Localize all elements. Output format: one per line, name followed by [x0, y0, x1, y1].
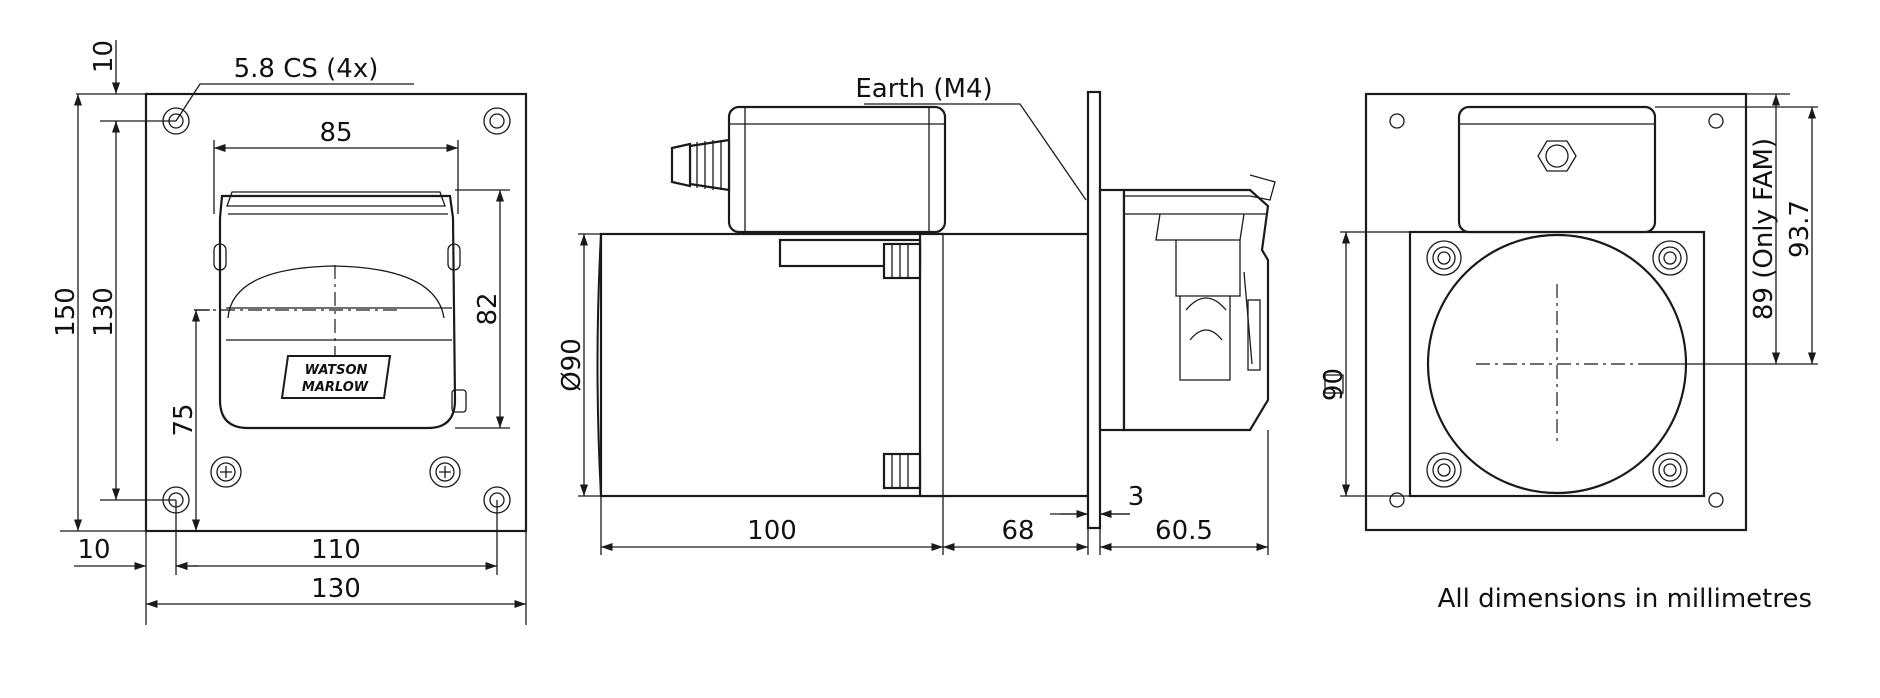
head-screw-right [429, 456, 461, 488]
units-note: All dimensions in millimetres [1438, 584, 1812, 614]
dim-top-offset-label: 10 [89, 40, 119, 73]
dim-head-width-label: 85 [319, 118, 352, 148]
corner-bolt-bottom-left [1426, 452, 1462, 488]
corner-bolt-top-right [1652, 240, 1688, 276]
dim-height-outer-label: 150 [51, 287, 81, 337]
cable-gland [670, 138, 731, 192]
square-symbol [1324, 374, 1344, 394]
earth-label: Earth (M4) [855, 74, 992, 104]
terminal-stud-lower [882, 452, 922, 490]
dim-motor-length-label: 100 [747, 516, 797, 546]
dim-height-fam-label: 89 (Only FAM) [1749, 138, 1779, 320]
terminal-box [727, 105, 947, 234]
dim-square-size-label: 90 [1319, 368, 1349, 401]
dim-left-offset-label: 10 [77, 535, 110, 565]
mounting-hole-top-right [483, 107, 511, 135]
gearbox-body [918, 232, 1090, 498]
screw-holes-label: 5.8 CS (4x) [234, 54, 379, 84]
dim-head-depth-label: 60.5 [1155, 516, 1213, 546]
dim-width-outer-label: 130 [311, 574, 361, 604]
dim-flange-thickness-label: 3 [1128, 482, 1145, 512]
dim-head-height-label: 82 [473, 292, 503, 325]
dim-height-holes-label: 130 [89, 287, 119, 337]
side-view: Ø90 100 68 60.5 3 Earth (M4) [557, 74, 1276, 555]
dim-motor-diameter-label: Ø90 [557, 338, 587, 392]
dim-height-box-label: 93.7 [1785, 200, 1815, 258]
dim-center-height-label: 75 [169, 403, 199, 436]
rear-view: 90 89 (Only FAM) 93.7 [1319, 92, 1818, 532]
brand-line-1: WATSON [305, 363, 368, 378]
terminal-stud-upper [778, 238, 922, 280]
front-view: WATSON MARLOW 10 150 130 85 82 [51, 40, 528, 625]
pump-head-side [1098, 174, 1276, 432]
earth-leader [864, 103, 1087, 201]
brand-line-2: MARLOW [302, 380, 369, 395]
screw-hole-leader [175, 83, 414, 122]
dim-gearbox-length-label: 68 [1001, 516, 1034, 546]
corner-bolt-top-left [1426, 240, 1462, 276]
rear-terminal-box [1457, 105, 1657, 234]
mounting-flange [1086, 90, 1102, 530]
watson-marlow-logo: WATSON MARLOW [280, 355, 392, 399]
corner-bolt-bottom-right [1652, 452, 1688, 488]
head-screw-left [210, 456, 242, 488]
pump-head-front: WATSON MARLOW [213, 191, 467, 430]
dim-hole-spacing-label: 110 [311, 535, 361, 565]
